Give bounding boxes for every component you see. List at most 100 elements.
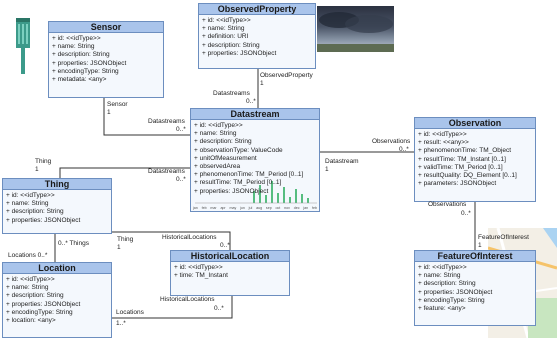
sensor-link [103, 98, 190, 136]
attribute: description: String [418, 280, 532, 288]
class-name: FeatureOfInterest [415, 251, 535, 262]
attribute: time: TM_Instant [174, 272, 286, 280]
attribute-list: id: <<idType>> name: String description:… [191, 120, 319, 196]
multiplicity-label: 1..* [116, 320, 126, 327]
attribute: id: <<idType>> [418, 264, 532, 272]
class-name: HistoricalLocation [171, 251, 289, 262]
thing-class: Thing id: <<idType>> name: String descri… [2, 178, 112, 234]
attribute: parameters: JSONObject [418, 180, 532, 188]
attribute: properties: JSONObject [202, 50, 312, 58]
observed-property-class: ObservedProperty id: <<idType>> name: St… [198, 3, 316, 69]
attribute-list: id: <<idType>> name: String definition: … [199, 15, 315, 58]
attribute: id: <<idType>> [202, 17, 312, 25]
attribute: name: String [194, 130, 316, 138]
attribute: encodingType: String [418, 297, 532, 305]
attribute: description: String [194, 138, 316, 146]
datastream-role-label: Datastream [325, 158, 359, 165]
multiplicity-label: 0..* [246, 98, 256, 105]
multiplicity-label: 0..* [214, 305, 224, 312]
observed-property-role-label: ObservedProperty [260, 72, 313, 79]
chart-tick-label: jul [248, 206, 253, 210]
attribute: id: <<idType>> [52, 35, 160, 43]
attribute: description: String [6, 208, 108, 216]
multiplicity-label: 1 [325, 166, 329, 173]
attribute: phenomenonTime: TM_Object [418, 147, 532, 155]
class-name: Location [3, 263, 111, 274]
attribute-list: id: <<idType>> name: String description:… [3, 274, 111, 325]
chart-tick-label: feb [311, 206, 317, 210]
attribute: properties: JSONObject [194, 188, 316, 196]
feature-of-interest-role-label: FeatureOfInterest [478, 234, 529, 241]
class-name: ObservedProperty [199, 4, 315, 15]
multiplicity-label: 1 [35, 166, 39, 173]
multiplicity-label: 0..* [399, 146, 409, 153]
observations-role-label: Observations [372, 138, 411, 145]
chart-tick-label: jan [303, 206, 309, 210]
things-role-label: 0..* Things [58, 240, 89, 247]
multiplicity-label: 0..* [461, 210, 471, 217]
attribute-list: id: <<idType>> result: <<any>> phenomeno… [415, 129, 535, 188]
attribute: validTime: TM_Period [0..1] [418, 164, 532, 172]
attribute: result: <<any>> [418, 139, 532, 147]
chart-tick-label: jan [193, 206, 198, 210]
sensor-device-image [6, 14, 40, 76]
chart-tick-label: jun [240, 206, 245, 210]
sensor-class: Sensor id: <<idType>> name: String descr… [48, 21, 164, 98]
attribute-list: id: <<idType>> name: String description:… [415, 262, 535, 313]
attribute: name: String [6, 200, 108, 208]
attribute: location: <any> [6, 317, 108, 325]
attribute-list: id: <<idType>> time: TM_Instant [171, 262, 289, 280]
observation-class: Observation id: <<idType>> result: <<any… [414, 117, 536, 202]
location-class: Location id: <<idType>> name: String des… [2, 262, 112, 338]
sensor-role-label: Sensor [107, 101, 128, 108]
multiplicity-label: 0..* [176, 176, 186, 183]
chart-tick-label: oct [275, 206, 281, 210]
thing-historical-link [110, 231, 231, 250]
chart-tick-label: sep [265, 206, 272, 210]
chart-tick-label: nov [284, 206, 290, 210]
attribute: metadata: <any> [52, 76, 160, 84]
attribute: description: String [202, 42, 312, 50]
historical-location-class: HistoricalLocation id: <<idType>> time: … [170, 250, 290, 296]
multiplicity-label: 0..* [220, 242, 230, 249]
attribute: properties: JSONObject [418, 289, 532, 297]
multiplicity-label: 0..* [176, 126, 186, 133]
attribute: properties: JSONObject [6, 301, 108, 309]
multiplicity-label: 1 [478, 242, 482, 249]
storm-cloud-image [317, 6, 394, 52]
historical-location-link [112, 296, 233, 319]
chart-tick-label: feb [201, 206, 207, 210]
observations-role-label: Observations [428, 201, 467, 208]
attribute: resultQuality: DQ_Element [0..1] [418, 172, 532, 180]
chart-tick-label: may [229, 206, 237, 210]
attribute: unitOfMeasurement [194, 155, 316, 163]
attribute: name: String [202, 25, 312, 33]
attribute: id: <<idType>> [174, 264, 286, 272]
locations-role-label: Locations 0..* [8, 252, 48, 259]
attribute: id: <<idType>> [194, 122, 316, 130]
historical-locations-role-label: HistoricalLocations [160, 296, 215, 303]
thing-role-label: Thing [35, 158, 52, 165]
attribute: properties: JSONObject [52, 60, 160, 68]
datastreams-role-label: Datastreams [148, 168, 185, 175]
multiplicity-label: 1 [260, 80, 264, 87]
attribute: properties: JSONObject [6, 217, 108, 225]
attribute: id: <<idType>> [6, 276, 108, 284]
attribute: resultTime: TM_Period [0..1] [194, 179, 316, 187]
class-name: Thing [3, 179, 111, 190]
attribute: observationType: ValueCode [194, 147, 316, 155]
attribute: resultTime: TM_Instant [0..1] [418, 156, 532, 164]
feature-of-interest-class: FeatureOfInterest id: <<idType>> name: S… [414, 250, 536, 326]
attribute: encodingType: String [6, 309, 108, 317]
attribute: definition: URI [202, 33, 312, 41]
chart-tick-label: apr [220, 206, 226, 210]
thing-role-label: Thing [117, 236, 134, 243]
attribute-list: id: <<idType>> name: String description:… [49, 33, 163, 84]
datastreams-role-label: Datastreams [213, 90, 250, 97]
historical-locations-role-label: HistoricalLocations [162, 234, 217, 241]
attribute: observedArea [194, 163, 316, 171]
multiplicity-label: 1 [117, 244, 121, 251]
chart-tick-label: dec [293, 206, 300, 210]
class-name: Observation [415, 118, 535, 129]
